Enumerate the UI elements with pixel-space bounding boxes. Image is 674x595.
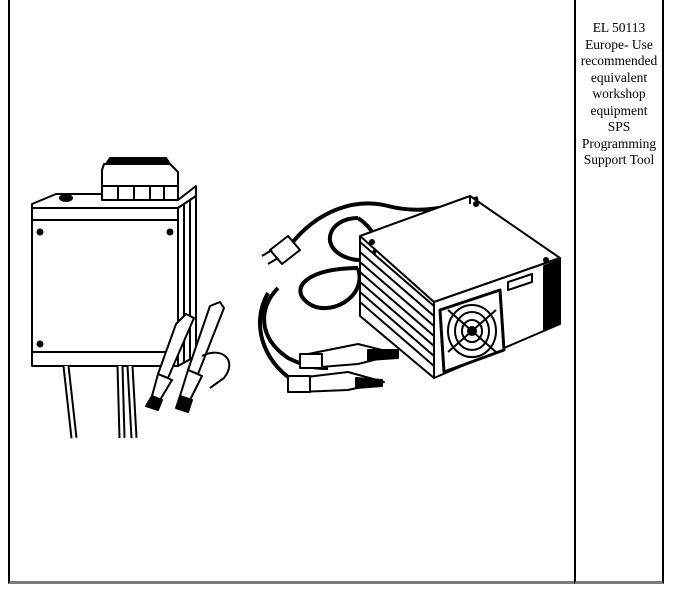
description-line: Europe- Use bbox=[585, 36, 653, 52]
tool-name-line: SPS bbox=[607, 119, 631, 134]
charger-left-illustration bbox=[31, 157, 231, 439]
description-line: recommended bbox=[580, 53, 658, 68]
tool-table: EL 50113 Europe- Use recommended equival… bbox=[8, 0, 664, 586]
charger-right-illustration bbox=[257, 195, 561, 393]
description-line: equivalent bbox=[590, 69, 648, 85]
tool-image-cell bbox=[8, 0, 574, 584]
tool-description-cell: EL 50113 Europe- Use recommended equival… bbox=[574, 0, 664, 584]
tool-number: EL 50113 bbox=[592, 20, 646, 35]
tool-name-line: Support Tool bbox=[583, 152, 655, 167]
description-line: equipment bbox=[590, 102, 648, 118]
tool-name-line: Programming bbox=[581, 135, 657, 151]
description-line: workshop bbox=[592, 86, 646, 101]
tool-description: EL 50113 Europe- Use recommended equival… bbox=[576, 20, 662, 169]
